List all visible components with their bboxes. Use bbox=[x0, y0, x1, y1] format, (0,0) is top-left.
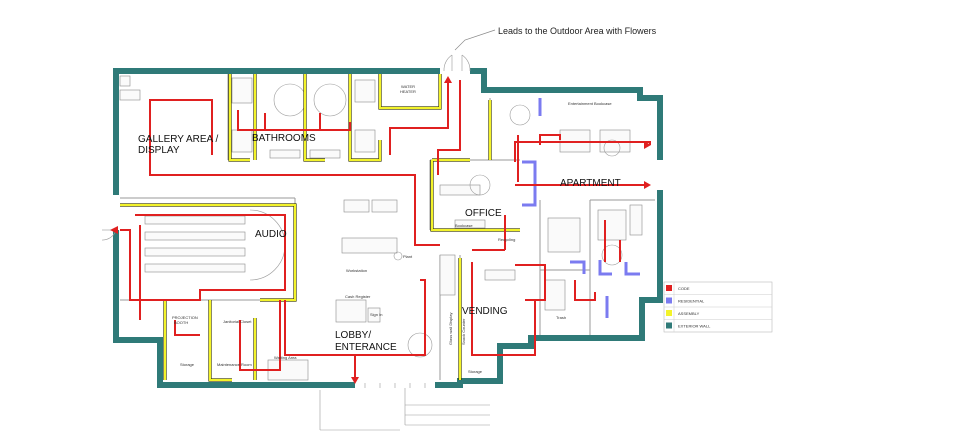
legend-label-assembly: ASSEMBLY bbox=[678, 311, 700, 316]
top-door bbox=[443, 54, 471, 72]
lobby-label-line2: ENTERANCE bbox=[335, 342, 397, 353]
glass-display-label: Glass wall Display bbox=[448, 313, 453, 345]
janitorial-closet-label: Janitorial Closet bbox=[223, 319, 252, 324]
legend-swatch-exterior-wall bbox=[666, 322, 672, 329]
bookcase-label: Bookcase bbox=[455, 223, 473, 228]
legend-label-code: CODE bbox=[678, 286, 690, 291]
storage-right-label: Storage bbox=[468, 369, 483, 374]
cash-register-label: Cash Register bbox=[345, 294, 371, 299]
entrance-steps bbox=[319, 383, 490, 431]
gallery-label: GALLERY AREA / bbox=[138, 134, 218, 145]
storage-left-label: Storage bbox=[180, 362, 195, 367]
entertainment-bookcase-label: Entertainment Bookcase bbox=[568, 101, 612, 106]
gallery-label-line2: DISPLAY bbox=[138, 145, 180, 156]
assembly-walls-fill bbox=[120, 74, 520, 381]
exterior-wall bbox=[113, 68, 663, 388]
snack-counter-label: Snack Counter bbox=[461, 318, 466, 345]
lobby-label: LOBBY/ bbox=[335, 330, 371, 341]
bathrooms-label: BATHROOMS bbox=[252, 133, 316, 144]
legend-label-residential: RESIDENTIAL bbox=[678, 299, 705, 304]
audio-label: AUDIO bbox=[255, 229, 287, 240]
legend: CODE RESIDENTIAL ASSEMBLY EXTERIOR WALL bbox=[663, 281, 773, 333]
vending-label: VENDING bbox=[462, 306, 508, 317]
sign-in-label: Sign In bbox=[370, 312, 382, 317]
legend-swatch-residential bbox=[666, 297, 672, 304]
plant-label: Plant bbox=[403, 254, 413, 259]
apartment-label: APARTMENT bbox=[560, 178, 621, 189]
projection-booth-label: PROJECTION bbox=[172, 315, 198, 320]
water-heater-label-2: HEATER bbox=[400, 89, 416, 94]
code-paths bbox=[120, 80, 651, 380]
waiting-area-label: Waiting Area bbox=[274, 355, 297, 360]
office-label: OFFICE bbox=[465, 208, 502, 219]
furniture bbox=[119, 75, 643, 381]
annotation-leader bbox=[454, 29, 496, 51]
recycling-label: Recycling bbox=[498, 237, 515, 242]
legend-swatch-assembly bbox=[666, 310, 672, 316]
maintenance-room-label: Maintenance Room bbox=[217, 362, 252, 367]
egress-arrows bbox=[110, 76, 651, 384]
trash-label: Trash bbox=[556, 315, 566, 320]
room-labels: GALLERY AREA / DISPLAY BATHROOMS APARTME… bbox=[138, 133, 621, 353]
legend-label-exterior-wall: EXTERIOR WALL bbox=[678, 324, 711, 329]
outdoor-annotation: Leads to the Outdoor Area with Flowers bbox=[498, 26, 657, 36]
workstation-label: Workstation bbox=[346, 268, 367, 273]
water-heater-label: WATER bbox=[401, 84, 415, 89]
small-labels: WATER HEATER Entertainment Bookcase Book… bbox=[172, 84, 612, 374]
residential-walls bbox=[522, 98, 640, 318]
projection-booth-label-2: BOOTH bbox=[174, 320, 188, 325]
legend-swatch-code bbox=[666, 285, 672, 291]
